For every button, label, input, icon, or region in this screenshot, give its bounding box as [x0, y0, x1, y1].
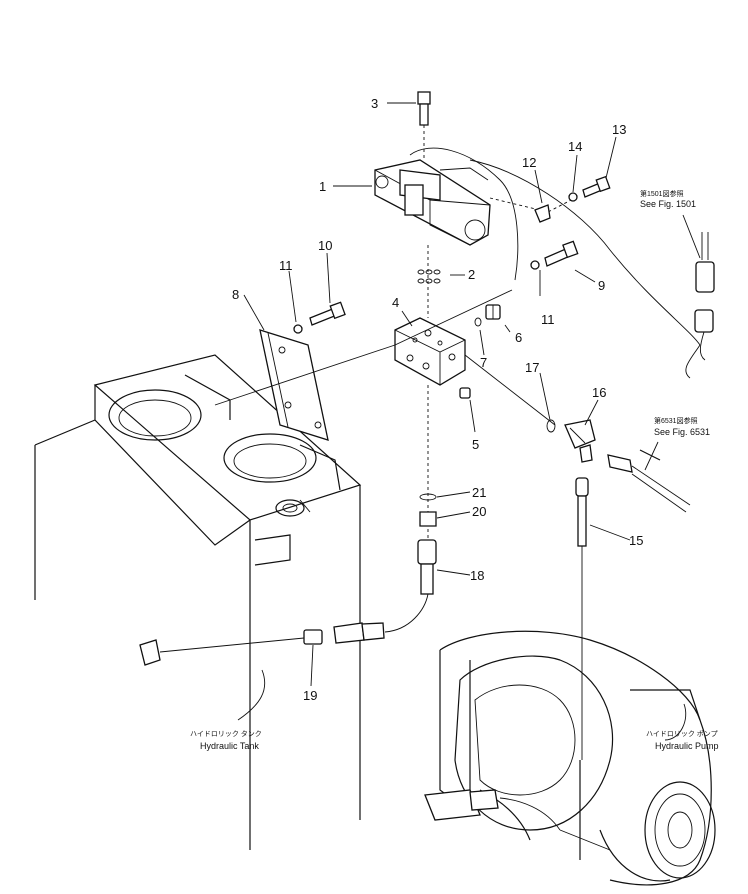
- callout-numbers: 1 2 3 4 5 6 7 8 9 10 11 11 12 13 14 15 1…: [232, 96, 643, 703]
- bolt-part-3: [417, 91, 431, 126]
- bolt-part-13: [582, 175, 611, 198]
- reference-notes: 第1501図参照 See Fig. 1501 第6531図参照 See Fig.…: [190, 189, 719, 751]
- o-ring-part-21: [419, 493, 437, 501]
- hydraulic-pump: [424, 630, 716, 886]
- fig-6531-ref-jp: 第6531図参照: [654, 416, 698, 425]
- leader-lines: [237, 102, 701, 741]
- callout-4: 4: [392, 295, 399, 310]
- connector-part-19: [159, 622, 385, 653]
- callout-18: 18: [470, 568, 484, 583]
- hose-to-fig-6531: [607, 449, 691, 513]
- callout-9: 9: [598, 278, 605, 293]
- callout-21: 21: [472, 485, 486, 500]
- clip-part-12: [534, 204, 551, 223]
- o-ring-part-17: [546, 419, 556, 433]
- tube-part-15: [575, 477, 589, 760]
- callout-6: 6: [515, 330, 522, 345]
- callout-14: 14: [568, 139, 582, 154]
- callout-10: 10: [318, 238, 332, 253]
- callout-16: 16: [592, 385, 606, 400]
- elbow-part-16: [564, 419, 596, 463]
- bracket-part-8: [259, 329, 329, 441]
- hose-part-18: [384, 539, 437, 633]
- callout-13: 13: [612, 122, 626, 137]
- assembly-center-lines: [214, 125, 576, 540]
- washer-part-14: [568, 192, 578, 202]
- callout-7: 7: [480, 355, 487, 370]
- fig-1501-ref-jp: 第1501図参照: [640, 189, 684, 198]
- solenoid-valve-part-1: [374, 147, 701, 379]
- pump-label-en: Hydraulic Pump: [655, 741, 719, 751]
- o-ring-part-7: [474, 317, 482, 327]
- tank-label-jp: ハイドロリック タンク: [190, 729, 262, 738]
- hydraulic-tank: [34, 354, 362, 850]
- callout-3: 3: [371, 96, 378, 111]
- tank-label-en: Hydraulic Tank: [200, 741, 259, 751]
- fig-1501-ref-en: See Fig. 1501: [640, 199, 696, 209]
- connector-part-20: [419, 511, 437, 527]
- callout-5: 5: [472, 437, 479, 452]
- callout-20: 20: [472, 504, 486, 519]
- bolt-part-9: [530, 240, 579, 270]
- valve-block-part-4: [394, 317, 466, 386]
- callout-2: 2: [468, 267, 475, 282]
- callout-11a: 11: [279, 258, 293, 273]
- callout-11b: 11: [541, 312, 555, 327]
- bolt-part-10: [293, 301, 346, 334]
- o-rings-part-2: [417, 269, 441, 284]
- callout-8: 8: [232, 287, 239, 302]
- fig-6531-ref-en: See Fig. 6531: [654, 427, 710, 437]
- callout-1: 1: [319, 179, 326, 194]
- plug-part-5: [459, 387, 471, 399]
- callout-12: 12: [522, 155, 536, 170]
- pump-label-jp: ハイドロリック ポンプ: [646, 730, 718, 738]
- callout-17: 17: [525, 360, 539, 375]
- plug-part-6: [485, 304, 501, 320]
- sensor-connector: [694, 232, 715, 361]
- callout-15: 15: [629, 533, 643, 548]
- callout-19: 19: [303, 688, 317, 703]
